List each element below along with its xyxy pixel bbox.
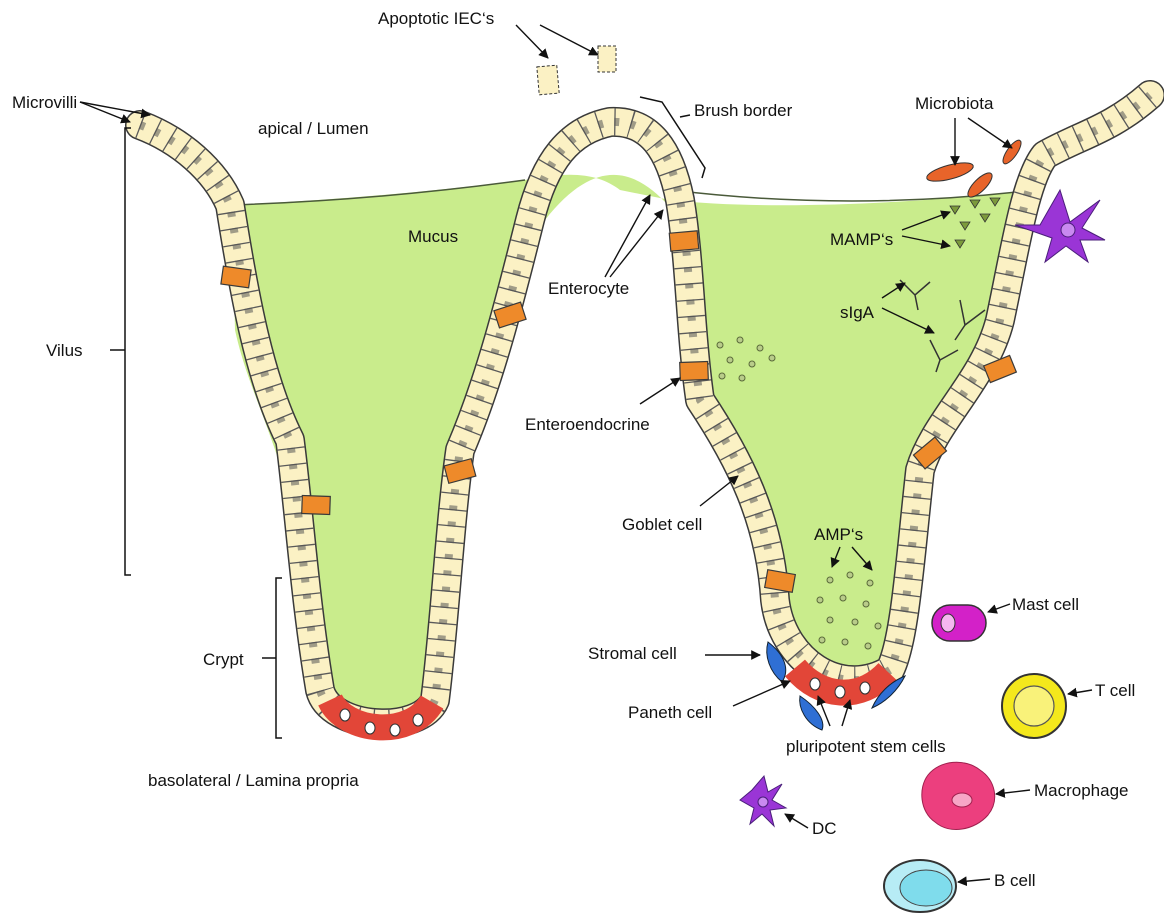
label-mast-cell: Mast cell xyxy=(1012,595,1079,614)
label-microvilli: Microvilli xyxy=(12,93,77,112)
enteroendocrine-cell xyxy=(302,496,331,515)
label-apoptotic: Apoptotic IEC‘s xyxy=(378,9,494,28)
label-enteroendocrine: Enteroendocrine xyxy=(525,415,650,434)
paneth-nucleus xyxy=(835,686,845,698)
macrophage-icon xyxy=(922,762,995,829)
enteroendocrine-cell xyxy=(669,231,698,251)
paneth-nucleus xyxy=(413,714,423,726)
microbiota-rod xyxy=(925,159,975,185)
label-basolateral: basolateral / Lamina propria xyxy=(148,771,359,790)
label-stem-cells: pluripotent stem cells xyxy=(786,737,946,756)
paneth-nucleus xyxy=(810,678,820,690)
label-macrophage: Macrophage xyxy=(1034,781,1129,800)
label-crypt: Crypt xyxy=(203,650,244,669)
label-mamps: MAMP‘s xyxy=(830,230,893,249)
enteroendocrine-cell xyxy=(680,362,709,381)
label-paneth: Paneth cell xyxy=(628,703,712,722)
paneth-nucleus xyxy=(390,724,400,736)
apoptotic-cell xyxy=(598,46,616,72)
label-mucus: Mucus xyxy=(408,227,458,246)
paneth-nucleus xyxy=(365,722,375,734)
label-brush-border: Brush border xyxy=(694,101,793,120)
paneth-nucleus xyxy=(860,682,870,694)
mast-cell-icon xyxy=(932,605,986,641)
label-amps: AMP‘s xyxy=(814,525,863,544)
dc-icon xyxy=(740,776,786,826)
label-t-cell: T cell xyxy=(1095,681,1135,700)
crypt-bracket xyxy=(262,578,282,738)
label-stromal: Stromal cell xyxy=(588,644,677,663)
label-goblet: Goblet cell xyxy=(622,515,702,534)
label-microbiota: Microbiota xyxy=(915,94,994,113)
label-enterocyte: Enterocyte xyxy=(548,279,629,298)
label-vilus: Vilus xyxy=(46,341,83,360)
enteroendocrine-cell xyxy=(221,266,251,288)
b-cell-icon xyxy=(884,860,956,912)
label-b-cell: B cell xyxy=(994,871,1036,890)
label-dc: DC xyxy=(812,819,837,838)
apoptotic-cell xyxy=(537,65,559,95)
vilus-bracket xyxy=(110,128,131,575)
label-siga: sIgA xyxy=(840,303,875,322)
paneth-nucleus xyxy=(340,709,350,721)
label-apical-lumen: apical / Lumen xyxy=(258,119,369,138)
t-cell-icon xyxy=(1002,674,1066,738)
